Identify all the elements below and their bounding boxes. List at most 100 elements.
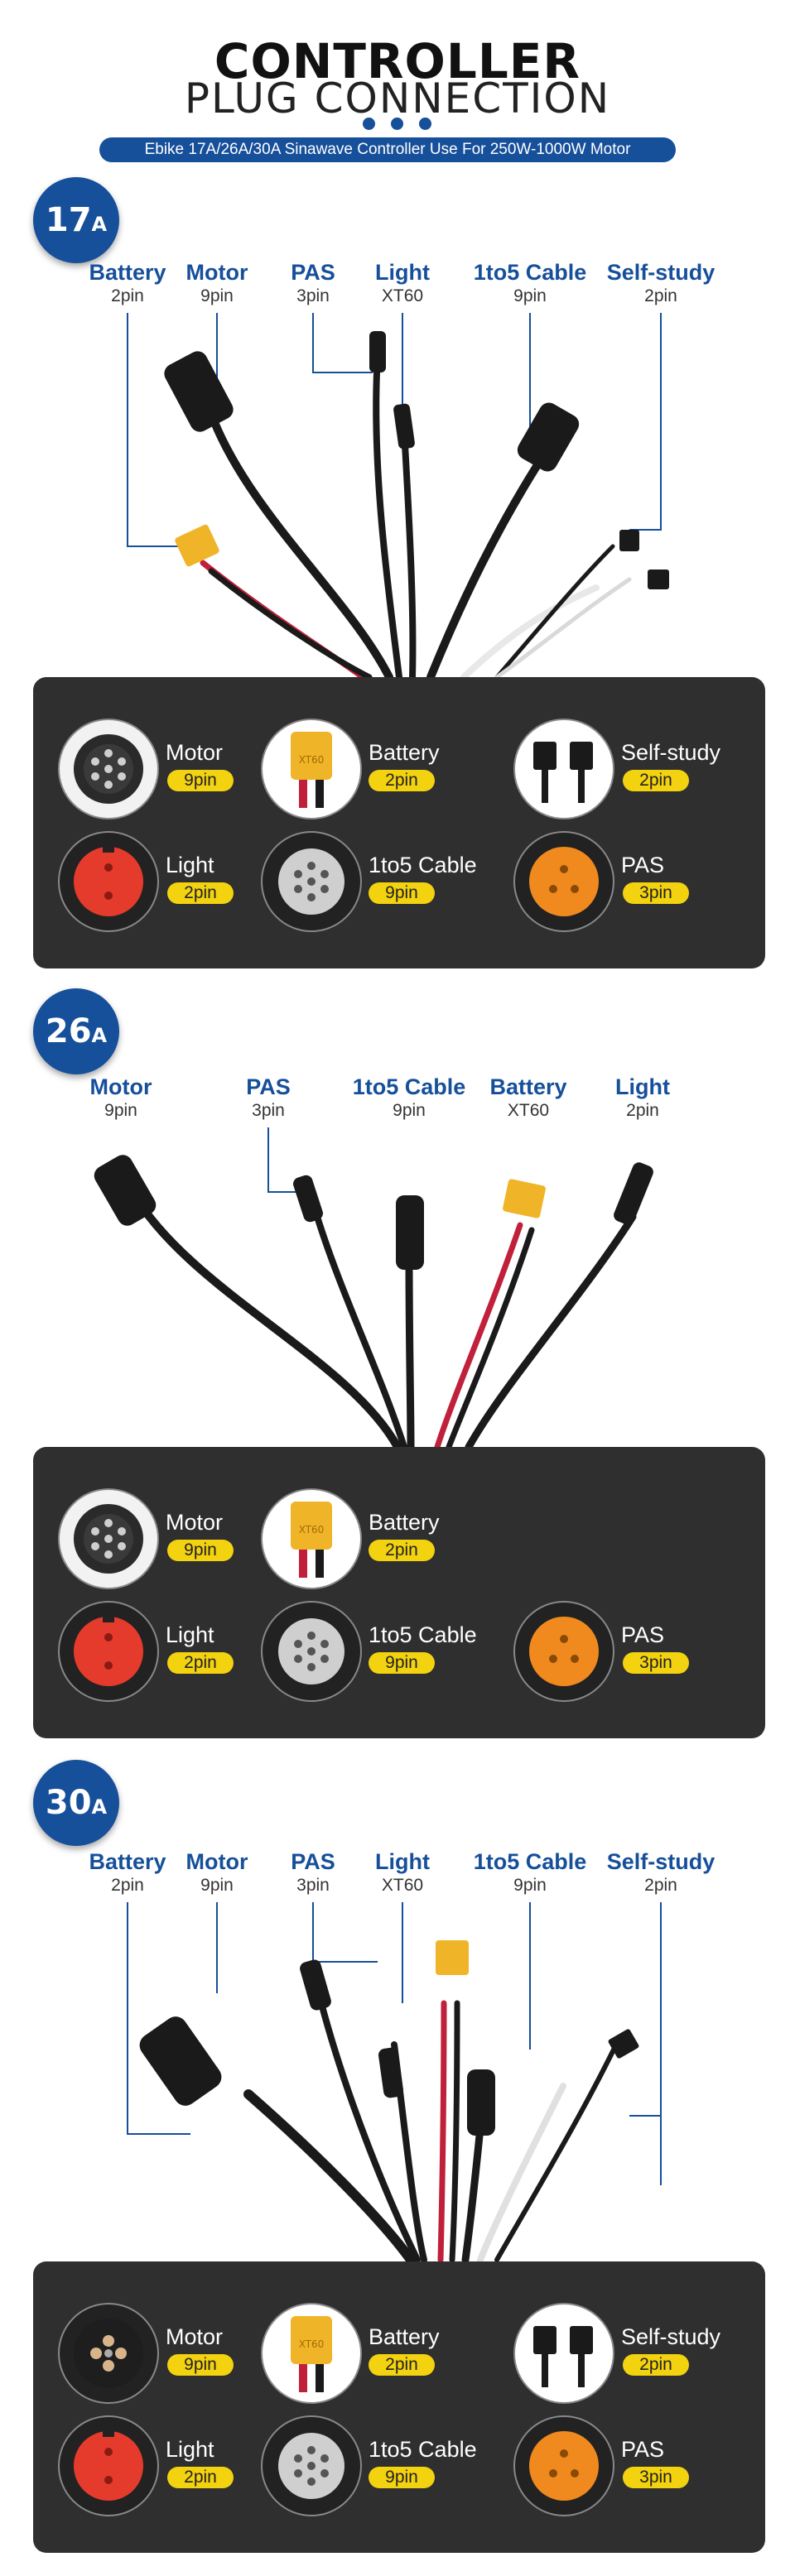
plug-label: Light [166,853,214,877]
pin-badge: 2pin [623,770,689,791]
pin-badge: 9pin [369,1652,435,1674]
label-battery: Battery [89,260,166,285]
label-motor-spec: 9pin [200,1876,234,1895]
pin-badge: 2pin [369,1540,435,1561]
label-battery-spec: 2pin [111,286,144,305]
page-subtitle: PLUG CONNECTION [184,74,611,123]
decor-dot [391,118,403,130]
label-pas-spec: 3pin [296,1876,330,1895]
pin-badge: 9pin [167,770,234,791]
plug-label: 1to5 Cable [369,1622,477,1647]
plug-label: Motor [166,1510,224,1535]
pin-badge: 9pin [369,2467,435,2488]
motor-plug-icon [58,718,159,819]
label-motor: Motor [89,1074,152,1099]
label-self-study-spec: 2pin [644,286,677,305]
label-1to5-cable: 1to5 Cable [352,1074,466,1099]
decor-dot [363,118,375,130]
section-badge-26a: 26A [33,988,119,1074]
label-light: Light [375,1849,430,1874]
pas-plug-icon [513,831,614,932]
pin-badge: 2pin [623,2354,689,2376]
cable-plug-icon [261,1601,362,1702]
pin-badge: 3pin [623,2467,689,2488]
pin-badge: 3pin [623,882,689,904]
light-plug-icon [58,831,159,932]
pin-badge: 9pin [167,2354,234,2376]
label-self-study-spec: 2pin [644,1876,677,1895]
battery-plug-icon: XT60 [261,2303,362,2404]
plug-panel-26a: Motor 9pin XT60 Battery 2pin Light 2pin … [33,1447,765,1738]
plug-label: Battery [369,740,440,765]
svg-text:XT60: XT60 [299,2338,325,2350]
label-pas-spec: 3pin [252,1101,285,1120]
pas-plug-icon [513,2415,614,2516]
pin-badge: 2pin [167,2467,234,2488]
light-plug-icon [58,1601,159,1702]
label-motor-spec: 9pin [200,286,234,305]
page-title: CONTROLLER [214,33,581,89]
plug-label: Motor [166,2324,224,2349]
plug-label: PAS [621,2437,665,2462]
plug-label: 1to5 Cable [369,853,477,877]
decor-dot [419,118,431,130]
label-pas: PAS [246,1074,291,1099]
label-light: Light [375,260,430,285]
label-1to5-cable: 1to5 Cable [473,260,587,285]
cable-plug-icon [261,831,362,932]
label-battery: Battery [489,1074,567,1099]
svg-text:XT60: XT60 [299,1524,325,1536]
label-light-spec: 2pin [626,1101,659,1120]
label-light: Light [615,1074,670,1099]
section-badge-30a: 30A [33,1760,119,1846]
label-1to5-cable: 1to5 Cable [473,1849,587,1874]
plug-label: Motor [166,740,224,765]
motor-plug-icon [58,1488,159,1589]
self-study-plug-icon [513,2303,614,2404]
plug-panel-30a: Motor 9pin XT60 Battery 2pin Self-study … [33,2261,765,2553]
light-plug-icon [58,2415,159,2516]
plug-label: PAS [621,1622,665,1647]
label-motor: Motor [186,260,248,285]
label-1to5-cable-spec: 9pin [393,1101,426,1120]
label-self-study: Self-study [606,260,716,285]
label-battery: Battery [89,1849,166,1874]
label-motor-spec: 9pin [104,1101,137,1120]
plug-panel-17a: Motor 9pin XT60 Battery 2pin Self-study … [33,677,765,968]
label-pas-spec: 3pin [296,286,330,305]
plug-label: Self-study [621,2324,721,2349]
plug-label: Battery [369,2324,440,2349]
self-study-plug-icon [513,718,614,819]
pas-plug-icon [513,1601,614,1702]
battery-plug-icon: XT60 [261,718,362,819]
pin-badge: 2pin [167,882,234,904]
plug-label: 1to5 Cable [369,2437,477,2462]
pin-badge: 2pin [369,770,435,791]
pin-badge: 2pin [167,1652,234,1674]
label-battery-spec: XT60 [507,1101,550,1120]
pin-badge: 2pin [369,2354,435,2376]
svg-text:XT60: XT60 [299,754,325,766]
plug-label: Light [166,2437,214,2462]
section-badge-17a: 17A [33,177,119,263]
motor-plug-icon [58,2303,159,2404]
battery-plug-icon: XT60 [261,1488,362,1589]
label-battery-spec: 2pin [111,1876,144,1895]
plug-label: Self-study [621,740,721,765]
label-self-study: Self-study [606,1849,716,1874]
label-light-spec: XT60 [381,286,424,305]
pin-badge: 9pin [167,1540,234,1561]
label-light-spec: XT60 [381,1876,424,1895]
label-1to5-cable-spec: 9pin [513,1876,547,1895]
banner: Ebike 17A/26A/30A Sinawave Controller Us… [99,137,676,162]
label-pas: PAS [291,1849,335,1874]
plug-label: Light [166,1622,214,1647]
label-1to5-cable-spec: 9pin [513,286,547,305]
label-motor: Motor [186,1849,248,1874]
plug-label: PAS [621,853,665,877]
label-pas: PAS [291,260,335,285]
pin-badge: 9pin [369,882,435,904]
